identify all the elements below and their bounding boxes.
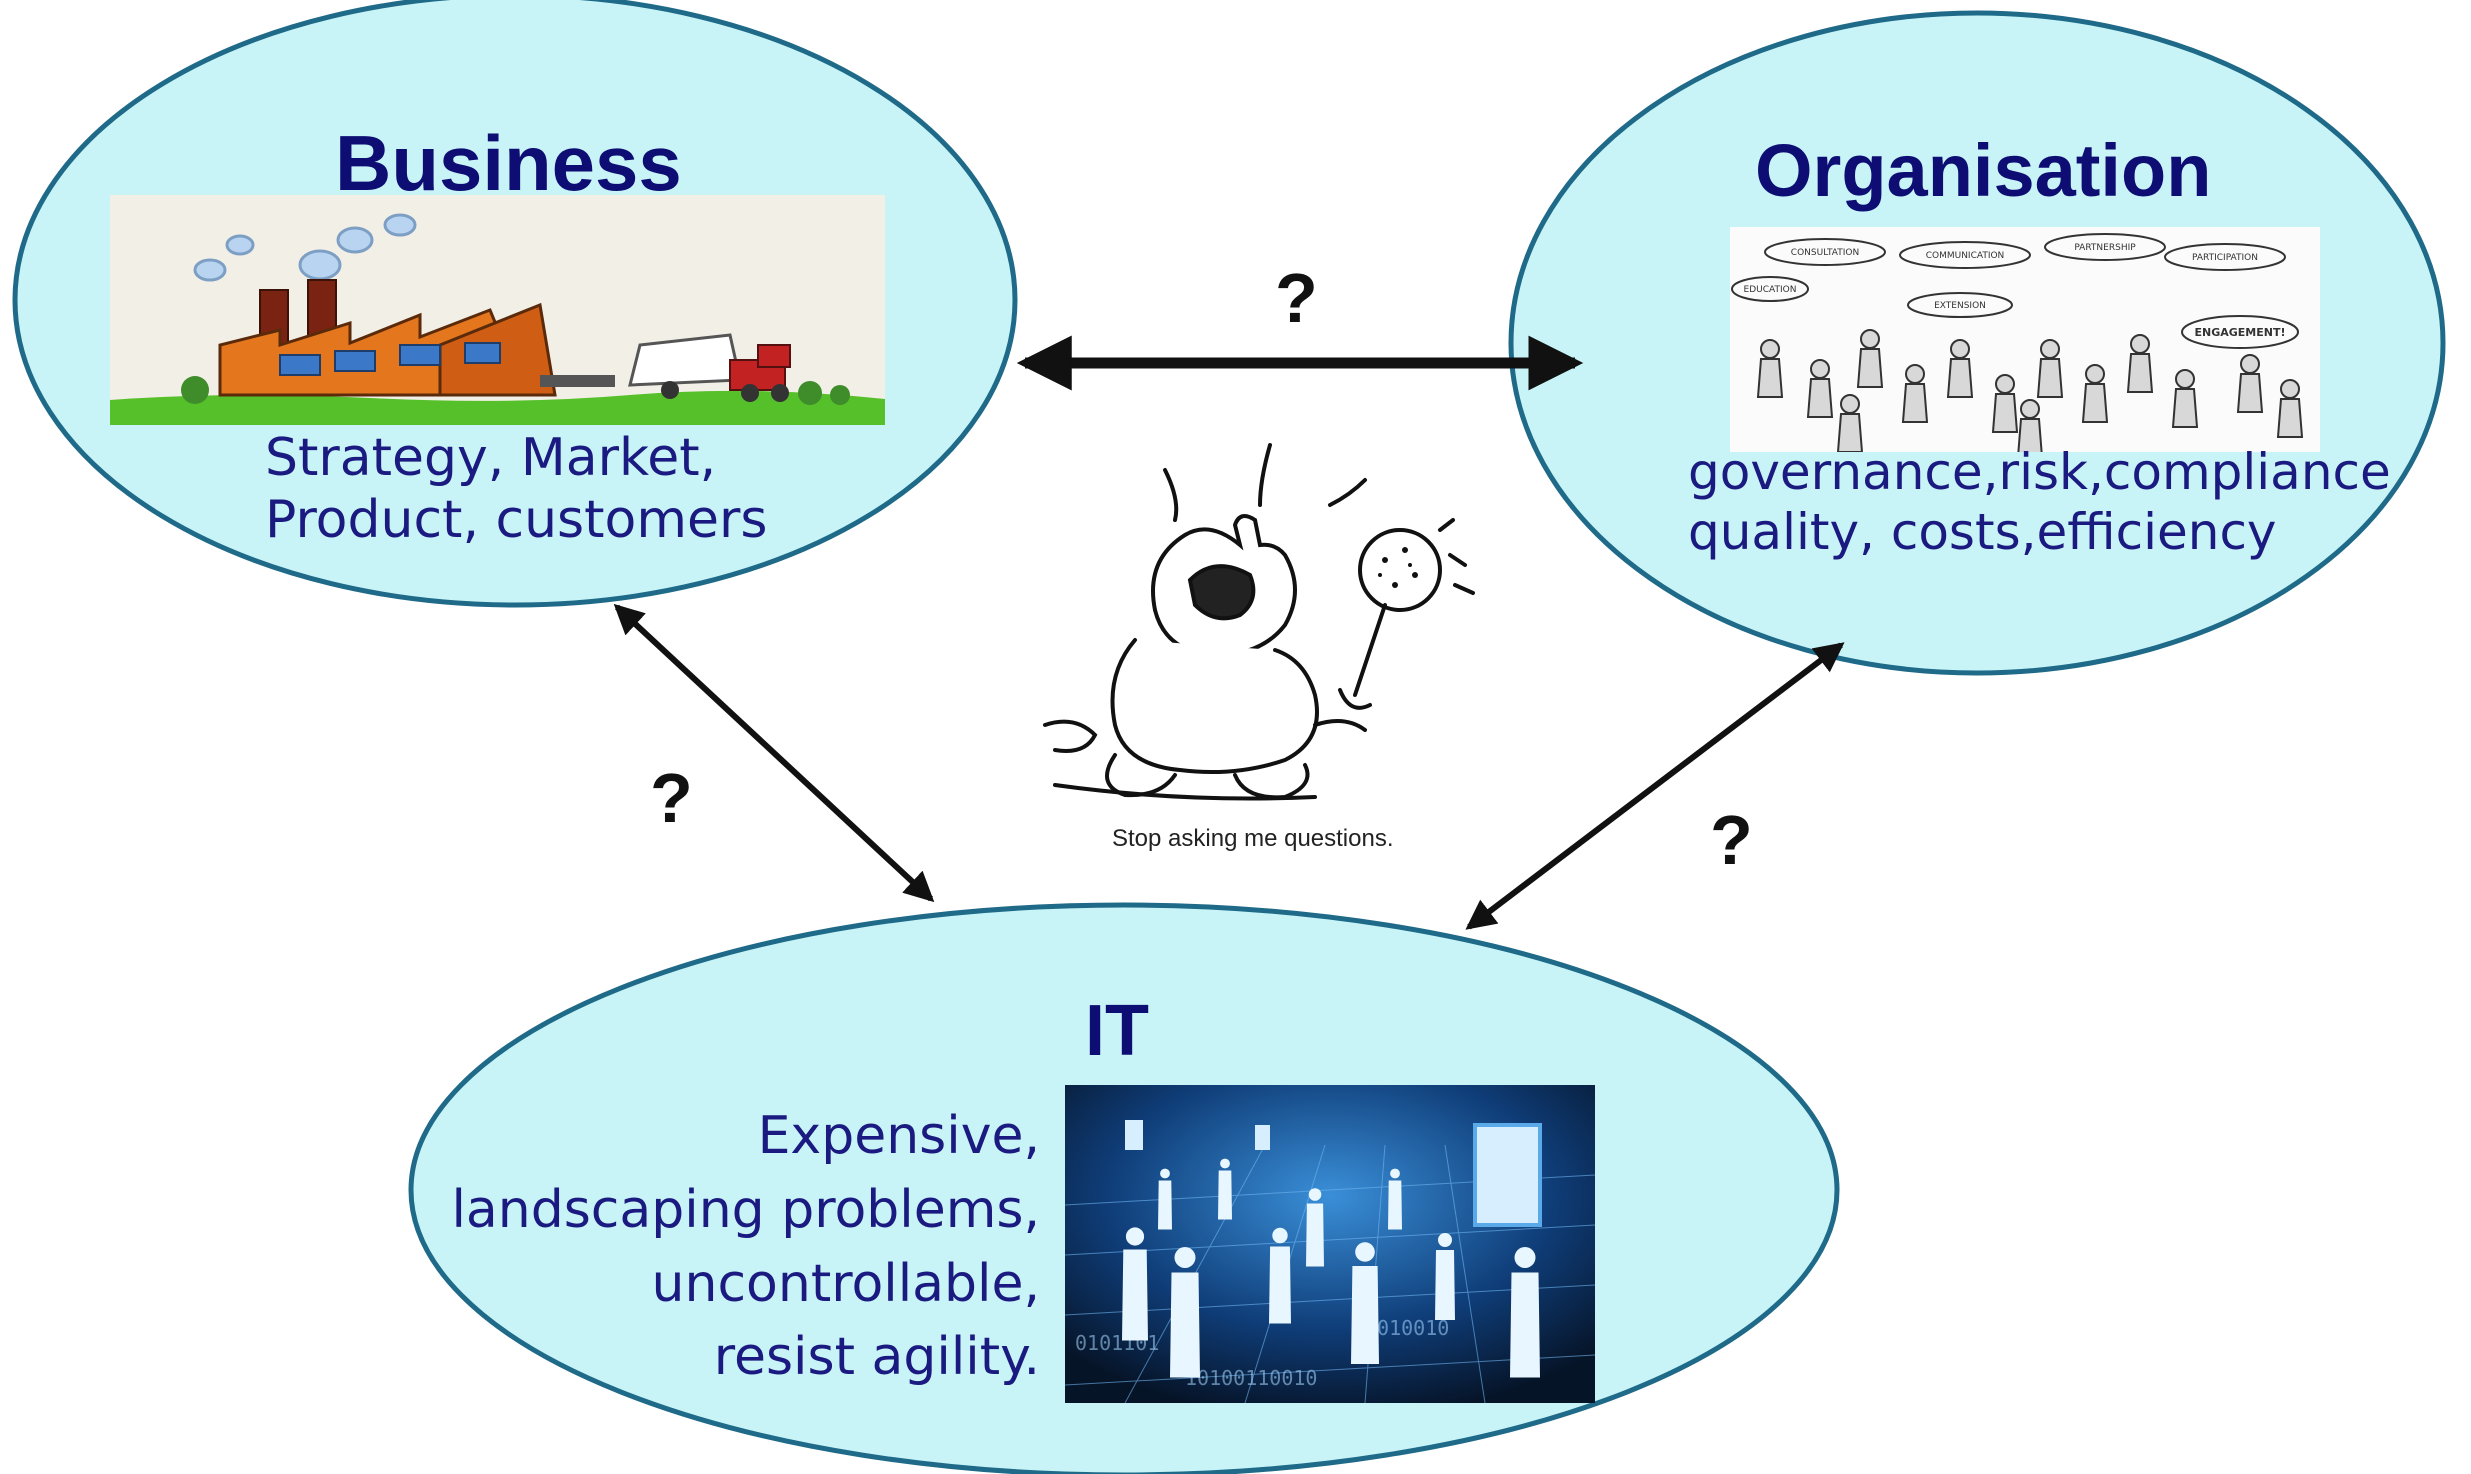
sketch-person-head: [1860, 329, 1880, 349]
sketch-person-head: [2130, 334, 2150, 354]
sketch-person-head: [1840, 394, 1860, 414]
figure-body: [1351, 1266, 1379, 1364]
figure-head: [1514, 1247, 1536, 1268]
factory-illustration: [110, 195, 885, 425]
organisation-text-line: quality, costs,efficiency: [1688, 503, 2277, 561]
figure-head: [1438, 1233, 1452, 1247]
crying-baby-cartoon: [985, 425, 1545, 845]
sketch-label-2: PARTNERSHIP: [2074, 243, 2136, 253]
sketch-person-head: [2280, 379, 2300, 399]
figure-head: [1125, 1227, 1145, 1246]
figure-head: [1390, 1168, 1400, 1179]
sketch-label-5: EXTENSION: [1934, 301, 1986, 311]
sketch-person-head: [2175, 369, 2195, 389]
figure-body: [1510, 1272, 1540, 1378]
organisation-text-line: governance,risk,compliance: [1688, 443, 2391, 501]
organisation-title: Organisation: [1755, 129, 2212, 212]
it-text-line: landscaping problems,: [451, 1179, 1040, 1240]
figure-body: [1269, 1246, 1291, 1324]
sketch-person-head: [1905, 364, 1925, 384]
sketch-person-head: [2240, 354, 2260, 374]
figure-body: [1306, 1203, 1324, 1267]
business-text-line: Strategy, Market,: [265, 428, 717, 488]
sketch-person-body: [2236, 373, 2264, 413]
figure-head: [1308, 1188, 1322, 1201]
sketch-label-6: ENGAGEMENT!: [2195, 326, 2286, 339]
figure-head: [1272, 1227, 1288, 1244]
people-sketch-illustration: CONSULTATION COMMUNICATION PARTNERSHIP P…: [1730, 227, 2320, 452]
business-title: Business: [335, 119, 682, 207]
sketch-person-head: [1760, 339, 1780, 359]
figure-head: [1174, 1247, 1196, 1268]
sketch-person-body: [1901, 383, 1929, 423]
sketch-person-body: [1806, 378, 1834, 418]
figure-head: [1160, 1168, 1170, 1179]
cartoon-caption: Stop asking me questions.: [1112, 825, 1394, 852]
sketch-person-body: [1836, 413, 1864, 452]
sketch-label-3: PARTICIPATION: [2192, 253, 2258, 263]
figure-body: [1122, 1249, 1148, 1341]
sketch-person-body: [2126, 353, 2154, 393]
organisation-text: governance,risk,compliance quality, cost…: [1688, 442, 2391, 562]
it-text-line: uncontrollable,: [651, 1253, 1040, 1314]
business-text: Strategy, Market, Product, customers: [265, 427, 767, 552]
it-text: Expensive, landscaping problems, uncontr…: [451, 1100, 1040, 1395]
sketch-person-head: [2085, 364, 2105, 384]
figure-body: [1435, 1250, 1455, 1320]
sketch-person-body: [2171, 388, 2199, 428]
figure-head: [1355, 1242, 1375, 1262]
arrow-business-it: [613, 603, 935, 903]
question-mark-right: ?: [1710, 801, 1753, 879]
sketch-label-0: CONSULTATION: [1791, 248, 1859, 258]
sketch-person-body: [2276, 398, 2304, 438]
sketch-person-head: [1950, 339, 1970, 359]
sketch-person-head: [2040, 339, 2060, 359]
it-text-line: resist agility.: [713, 1327, 1040, 1388]
sketch-person-head: [1810, 359, 1830, 379]
figure-head: [1220, 1158, 1230, 1169]
figure-body: [1158, 1180, 1172, 1230]
sketch-person-head: [1995, 374, 2015, 394]
arrow-organisation-it: [1465, 642, 1845, 930]
it-title: IT: [1085, 991, 1149, 1071]
it-text-line: Expensive,: [757, 1106, 1040, 1166]
sketch-person-head: [2020, 399, 2040, 419]
sketch-person-body: [2036, 358, 2064, 398]
figure-body: [1218, 1170, 1232, 1220]
sketch-label-4: EDUCATION: [1744, 285, 1797, 295]
sketch-label-1: COMMUNICATION: [1926, 251, 2005, 261]
question-mark-left: ?: [650, 759, 693, 837]
sketch-person-body: [1856, 348, 1884, 388]
sketch-person-body: [2017, 418, 2043, 452]
figure-body: [1170, 1272, 1200, 1378]
svg-text:10100110010: 10100110010: [1185, 1366, 1317, 1390]
sketch-person-body: [2081, 383, 2109, 423]
sketch-person-body: [1756, 358, 1784, 398]
business-text-line: Product, customers: [265, 490, 768, 551]
sketch-person-body: [1946, 358, 1974, 398]
sketch-person-body: [1991, 393, 2019, 433]
figure-body: [1388, 1180, 1402, 1230]
question-mark-top: ?: [1275, 259, 1318, 337]
